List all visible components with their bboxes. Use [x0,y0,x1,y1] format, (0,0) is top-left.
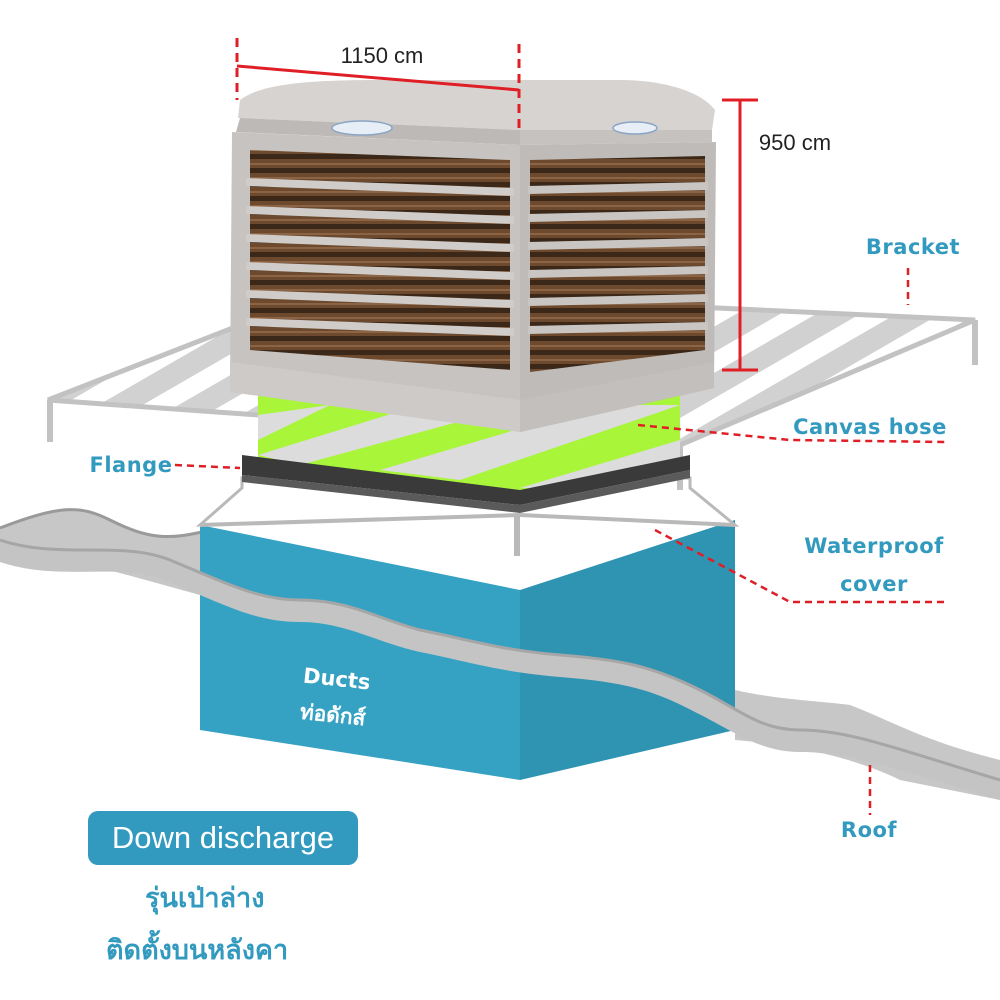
height-label: 950 cm [759,130,831,155]
width-label: 1150 cm [341,43,424,68]
width-dimension [235,38,521,128]
canvas-hose-label: Canvas hose [793,415,947,439]
leader-lines [174,268,946,815]
waterproof-label-line1: Waterproof [804,534,944,558]
waterproof-label-line2: cover [840,572,908,596]
down-discharge-badge: Down discharge [88,811,358,865]
flange [242,455,690,513]
thai-caption-line1: รุ่นเป่าล่าง [145,883,265,914]
left-grille [246,150,514,370]
right-grille [528,156,708,372]
roof-front [0,538,1000,800]
thai-caption-line2: ติดตั้งบนหลังคา [106,935,289,966]
roof-label: Roof [841,818,898,842]
flange-label: Flange [90,453,173,477]
height-dimension [722,98,758,372]
air-cooler-unit-icon [230,80,716,432]
duct-box [200,520,735,780]
bracket-label: Bracket [866,235,960,259]
